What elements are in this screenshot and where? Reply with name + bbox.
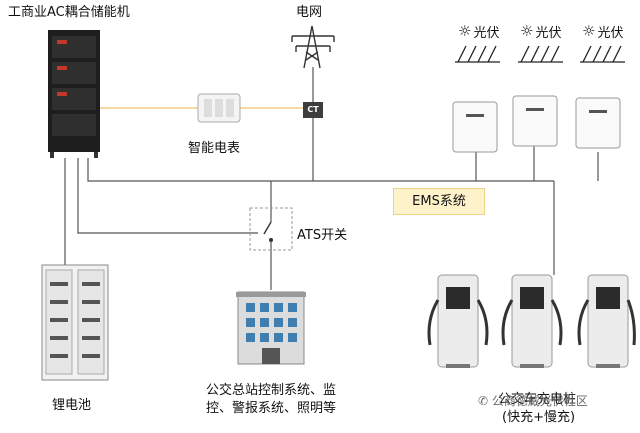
- grid-label: 电网: [296, 5, 323, 20]
- inverter-icons: [452, 95, 621, 153]
- ct-label: CT: [303, 102, 323, 118]
- battery-rack-icon: [41, 264, 109, 381]
- building-label-line2: 控、警报系统、照明等: [206, 401, 337, 416]
- building-icon: [236, 291, 306, 365]
- connection-lines: [64, 67, 599, 290]
- bus-ats-line: [77, 158, 258, 234]
- charger-1: [427, 274, 489, 368]
- smart-meter-icon: [197, 93, 241, 123]
- meter-label: 智能电表: [188, 141, 241, 156]
- pv-panels-icon: [455, 45, 625, 63]
- watermark: ✆ 公商德威光伏社区: [478, 394, 588, 408]
- pv-label-3: ☼ 光伏: [582, 22, 624, 42]
- battery-label: 锂电池: [52, 398, 92, 413]
- charger-icons: [427, 274, 636, 368]
- pv-label-2: ☼ 光伏: [520, 22, 562, 42]
- ess-cabinet-icon: [48, 30, 100, 158]
- bus-main-horizontal: [87, 158, 554, 182]
- charger-2: [501, 274, 563, 368]
- pv-label-1: ☼ 光伏: [458, 22, 500, 42]
- charger-label-line1: 公交车充电桩: [498, 392, 577, 407]
- sun-icon: ☼: [582, 22, 596, 40]
- charger-3: [577, 274, 636, 368]
- ems-label: EMS系统: [393, 188, 485, 215]
- building-label-line1: 公交总站控制系统、监: [206, 383, 337, 398]
- power-tower-icon: [291, 25, 335, 69]
- sun-icon: ☼: [458, 22, 472, 40]
- ats-switch-icon: [249, 207, 293, 251]
- sun-icon: ☼: [520, 22, 534, 40]
- ess-label: 工商业AC耦合储能机: [8, 5, 130, 20]
- wechat-icon: ✆: [478, 394, 489, 408]
- ats-label: ATS开关: [297, 228, 348, 243]
- charger-label-line2: (快充+慢充): [502, 410, 576, 425]
